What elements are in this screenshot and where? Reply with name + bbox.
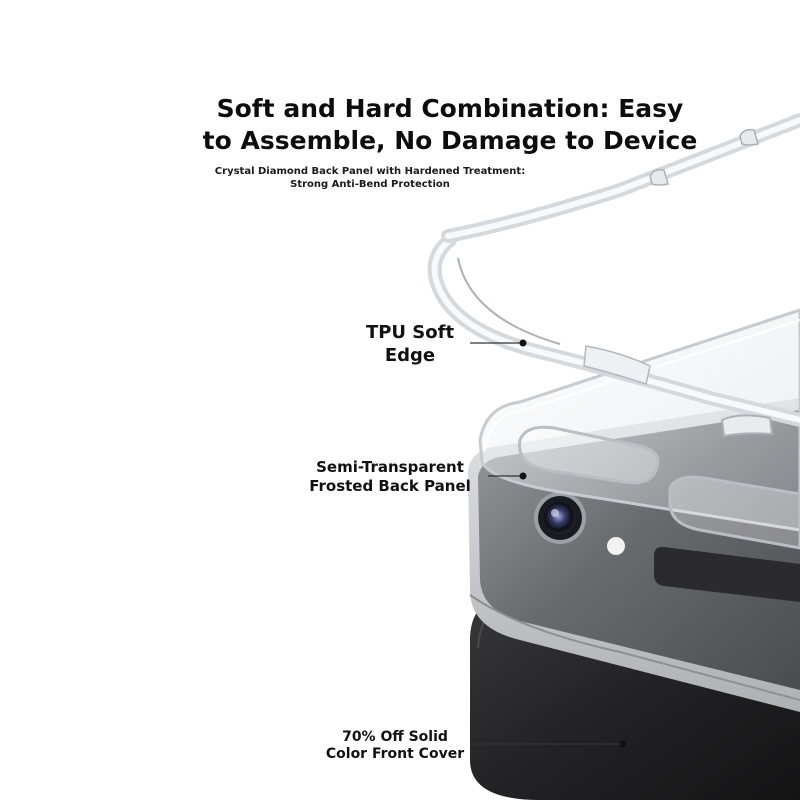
headline-line-1: Soft and Hard Combination: Easy: [216, 94, 684, 123]
subheadline: Crystal Diamond Back Panel with Hardened…: [170, 165, 570, 191]
callout-tpu-edge-line-2: Edge: [384, 345, 436, 366]
callout-back-panel-line-2: Frosted Back Panel: [309, 477, 471, 495]
callout-back-panel: Semi-Transparent Frosted Back Panel: [290, 458, 490, 496]
callout-dots: [519, 339, 627, 748]
callout-back-panel-line-1: Semi-Transparent: [316, 458, 464, 476]
callout-front-cover-line-2: Color Front Cover: [325, 746, 465, 762]
callout-tpu-edge-line-1: TPU Soft: [365, 322, 455, 343]
subheadline-line-1: Crystal Diamond Back Panel with Hardened…: [214, 166, 526, 177]
headline-line-2: to Assemble, No Damage to Device: [202, 126, 698, 155]
callout-lines: [470, 342, 622, 745]
headline: Soft and Hard Combination: Easy to Assem…: [185, 93, 715, 157]
subheadline-line-2: Strong Anti-Bend Protection: [290, 179, 450, 190]
callout-front-cover: 70% Off Solid Color Front Cover: [300, 729, 490, 763]
camera-lens-icon: [534, 492, 586, 544]
clear-case-layer: [427, 113, 800, 550]
flash-icon: [607, 537, 625, 555]
callout-front-cover-line-1: 70% Off Solid: [342, 729, 448, 745]
callout-tpu-edge: TPU Soft Edge: [350, 321, 470, 367]
